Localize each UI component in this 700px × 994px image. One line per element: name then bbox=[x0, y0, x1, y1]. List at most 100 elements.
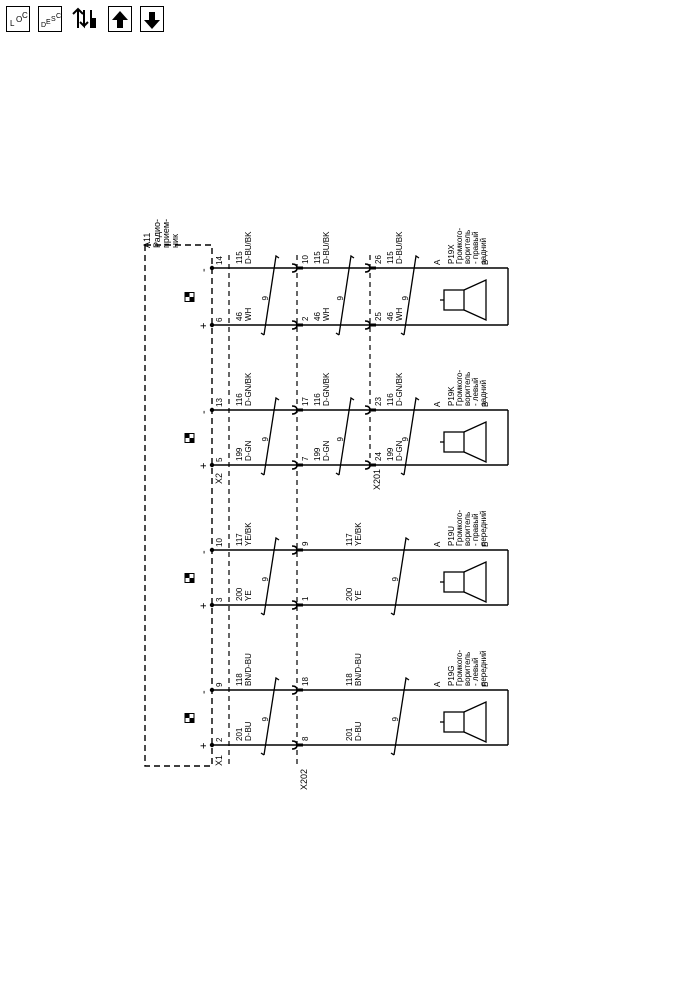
speaker-pin-a-label: A bbox=[433, 541, 442, 547]
arrow-up-button[interactable] bbox=[108, 6, 132, 32]
twisted-pair-marker bbox=[403, 396, 420, 476]
wire-number-label: 46 bbox=[386, 312, 395, 321]
wire-color-label: D-GN/BK bbox=[395, 372, 404, 406]
twisted-pair-tail bbox=[335, 472, 340, 476]
loc-button[interactable]: L O C bbox=[6, 6, 30, 32]
speaker-pin-b-label: B bbox=[481, 682, 490, 687]
desc-button[interactable]: D E S C bbox=[38, 6, 62, 32]
svg-text:115: 115 bbox=[386, 251, 395, 264]
svg-text:передний: передний bbox=[479, 650, 488, 686]
module-pin-label: 10 bbox=[215, 538, 224, 547]
svg-text:D-GN: D-GN bbox=[395, 440, 404, 461]
svg-text:-: - bbox=[198, 268, 210, 272]
svg-text:X201: X201 bbox=[372, 469, 382, 490]
svg-text:Громкого-: Громкого- bbox=[455, 649, 464, 686]
module-pin-label: 5 bbox=[215, 457, 224, 462]
svg-text:YE: YE bbox=[244, 590, 253, 601]
wire-number-label: 116 bbox=[313, 393, 322, 406]
svg-text:L: L bbox=[10, 19, 15, 28]
svg-text:C: C bbox=[22, 11, 28, 20]
arrow-up-icon bbox=[112, 11, 128, 28]
wire-color-label: D-BU bbox=[354, 721, 363, 741]
speaker-pin-a-label: A bbox=[433, 259, 442, 265]
module-pin-dot bbox=[209, 265, 215, 271]
twisted-pair-marker bbox=[338, 396, 355, 476]
x202-pin-label: 2 bbox=[301, 316, 310, 321]
svg-text:5: 5 bbox=[215, 457, 224, 462]
svg-text:199: 199 bbox=[386, 447, 395, 461]
svg-text:24: 24 bbox=[374, 452, 383, 461]
x202-pin-label: 7 bbox=[301, 456, 310, 461]
wire-color-label: D-GN/BK bbox=[322, 372, 331, 406]
module-pin-dot bbox=[209, 322, 215, 328]
polarity-minus: - bbox=[198, 550, 210, 554]
toolbar: L O C D E S C bbox=[6, 6, 164, 32]
wire-color-label: WH bbox=[322, 307, 331, 321]
wire-number-label: 200 bbox=[345, 587, 354, 601]
module-pin-label: 14 bbox=[215, 256, 224, 265]
twisted-pair-tail bbox=[400, 332, 405, 336]
module-pin-label: 9 bbox=[215, 682, 224, 687]
arrow-down-button[interactable] bbox=[140, 6, 164, 32]
svg-text:D-GN/BK: D-GN/BK bbox=[244, 372, 253, 406]
polarity-minus: - bbox=[198, 410, 210, 414]
svg-text:3: 3 bbox=[215, 597, 224, 602]
speaker-magnet bbox=[443, 431, 465, 453]
x202-pin-label: 10 bbox=[301, 255, 310, 264]
x201-pin-label: 26 bbox=[374, 255, 383, 264]
svg-text:P19U: P19U bbox=[447, 526, 456, 546]
wire-number-label: 118 bbox=[235, 673, 244, 686]
connector-tools-button[interactable] bbox=[70, 6, 100, 32]
svg-text:X1: X1 bbox=[214, 755, 224, 766]
svg-text:9: 9 bbox=[261, 577, 270, 582]
module-name: Радио- прием- ник bbox=[152, 219, 180, 248]
shield-ground-icon-fill bbox=[185, 713, 190, 718]
wire-number-label: 201 bbox=[235, 727, 244, 741]
x201-pin-label: 23 bbox=[374, 397, 383, 406]
polarity-plus: + bbox=[198, 323, 210, 329]
wire-color-label: D-BU bbox=[244, 721, 253, 741]
twisted-pair-tail bbox=[400, 472, 405, 476]
svg-text:WH: WH bbox=[322, 307, 331, 321]
wire-color-label: YE/BK bbox=[244, 522, 253, 546]
svg-text:ник: ник bbox=[170, 234, 180, 248]
speaker-cone bbox=[463, 420, 487, 464]
x201-pin-label: 24 bbox=[374, 452, 383, 461]
svg-text:WH: WH bbox=[395, 307, 404, 321]
svg-text:8: 8 bbox=[301, 736, 310, 741]
wire-color-label: YE bbox=[354, 590, 363, 601]
radio-module-frame bbox=[144, 244, 213, 767]
wire-number-label: 115 bbox=[313, 251, 322, 264]
svg-text:- правый: - правый bbox=[471, 513, 480, 546]
svg-text:YE: YE bbox=[354, 590, 363, 601]
x202-pin-label: 18 bbox=[301, 677, 310, 686]
twist-count-label: 9 bbox=[261, 437, 270, 442]
svg-text:17: 17 bbox=[301, 397, 310, 406]
wire-number-label: 117 bbox=[345, 533, 354, 546]
twisted-pair-tail bbox=[260, 472, 265, 476]
svg-text:P19X: P19X bbox=[447, 244, 456, 264]
wire-number-label: 117 bbox=[235, 533, 244, 546]
svg-text:13: 13 bbox=[215, 398, 224, 407]
svg-text:D-BU/BK: D-BU/BK bbox=[244, 231, 253, 264]
wire-color-label: WH bbox=[244, 307, 253, 321]
svg-text:9: 9 bbox=[301, 541, 310, 546]
svg-text:9: 9 bbox=[391, 717, 400, 722]
twist-count-label: 9 bbox=[401, 437, 410, 442]
wire-number-label: 46 bbox=[235, 312, 244, 321]
svg-text:D-BU: D-BU bbox=[354, 721, 363, 741]
svg-text:+: + bbox=[198, 323, 210, 329]
svg-text:116: 116 bbox=[235, 393, 244, 406]
twist-count-label: 9 bbox=[391, 577, 400, 582]
wire-color-label: D-GN bbox=[244, 440, 253, 461]
svg-text:- правый: - правый bbox=[471, 231, 480, 264]
polarity-plus: + bbox=[198, 463, 210, 469]
module-pin-label: 2 bbox=[215, 737, 224, 742]
wire-color-label: D-BU/BK bbox=[322, 231, 331, 264]
twisted-pair-tail bbox=[260, 752, 265, 756]
module-label: A11 bbox=[142, 233, 152, 248]
svg-text:200: 200 bbox=[345, 587, 354, 601]
